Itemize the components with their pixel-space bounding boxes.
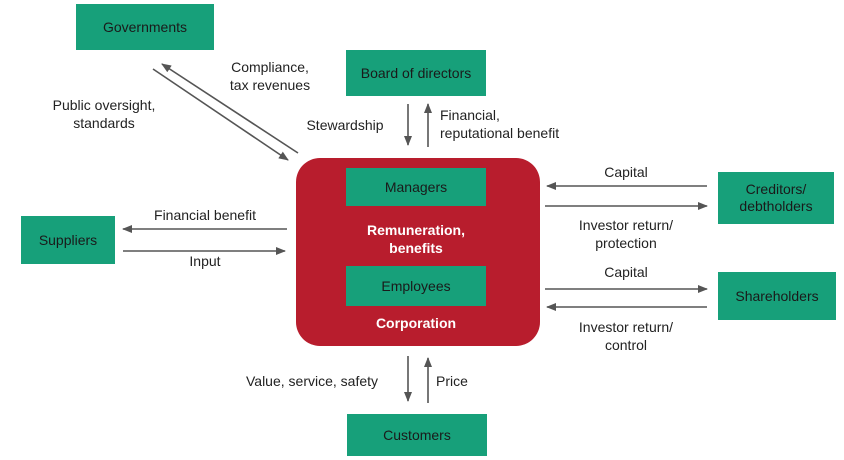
financial-benefit-label: Financial benefit [154, 207, 256, 223]
investor-return-control-label: Investor return/ control [578, 319, 674, 353]
suppliers-box: Suppliers [21, 216, 115, 264]
public-oversight-label: Public oversight, standards [52, 97, 156, 131]
shareholders-box: Shareholders [718, 272, 836, 320]
price-label: Price [436, 373, 468, 389]
arrow-governments-to-corp [152, 68, 289, 161]
arrow-corp-to-governments [161, 63, 299, 154]
input-label: Input [189, 253, 221, 269]
remuneration-label: Remuneration, benefits [366, 222, 465, 256]
financial-reputational-label: Financial, reputational benefit [440, 107, 560, 141]
employees-box: Employees [346, 266, 486, 306]
governments-box: Governments [76, 4, 214, 50]
corporation-title: Corporation [375, 315, 457, 331]
creditors-box: Creditors/ debtholders [718, 172, 834, 224]
compliance-label: Compliance, tax revenues [229, 59, 311, 93]
capital-creditors-label: Capital [604, 164, 648, 180]
stewardship-label: Stewardship [306, 117, 384, 133]
managers-box: Managers [346, 168, 486, 206]
board-of-directors-box: Board of directors [346, 50, 486, 96]
capital-shareholders-label: Capital [604, 264, 648, 280]
investor-return-protection-label: Investor return/ protection [578, 217, 674, 251]
customers-box: Customers [347, 414, 487, 456]
value-service-safety-label: Value, service, safety [245, 373, 379, 389]
